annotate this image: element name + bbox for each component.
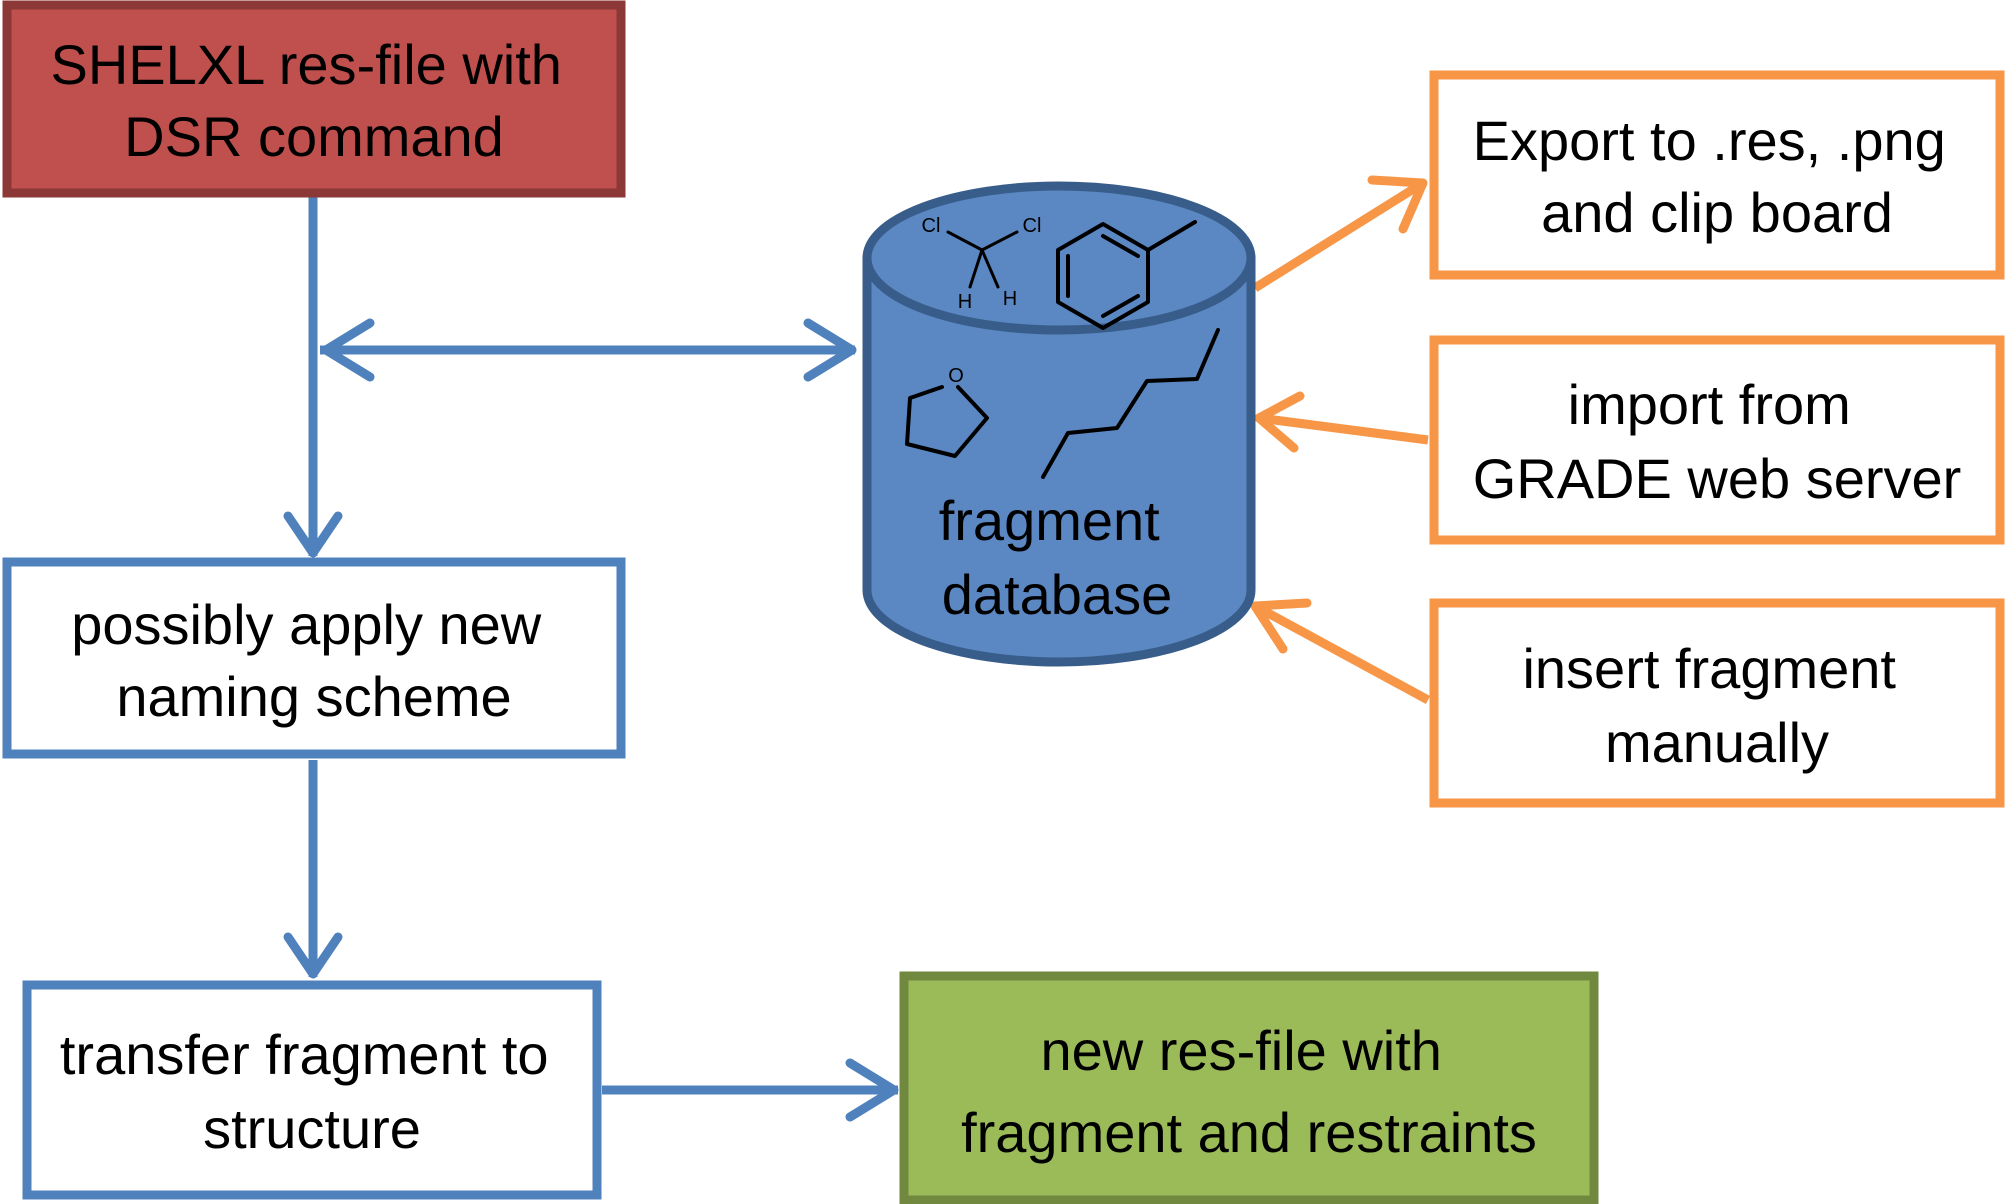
chlorine-label-right: Cl <box>1023 215 1042 237</box>
output-box-line-1: new res-file with <box>1040 1019 1441 1082</box>
naming-box-shape <box>2 557 626 759</box>
transfer-box-line-2: structure <box>203 1097 421 1160</box>
blue-connectors <box>283 196 899 1122</box>
database-exchange-right-arrowhead <box>803 318 857 382</box>
import-to-database-line <box>1258 413 1429 445</box>
insert-box-shape <box>1429 598 2005 808</box>
database-cylinder-body <box>862 253 1256 667</box>
database-to-export-arrowhead <box>1367 175 1428 234</box>
naming-box-line-2: naming scheme <box>116 665 511 728</box>
dichloromethane-icon <box>946 230 1019 289</box>
fragment-database: Cl Cl H H O fragment database <box>862 181 1256 667</box>
transfer-box-shape <box>22 980 602 1200</box>
export-box-line-1: Export to .res, .png <box>1473 109 1946 172</box>
insert-box-line-1: insert fragment <box>1522 637 1896 700</box>
import-box-line-1: import from <box>1568 373 1851 436</box>
database-label: fragment database <box>939 489 1176 626</box>
transfer-box-line-1: transfer fragment to <box>60 1023 549 1086</box>
input-box-line-1: SHELXL res-file with <box>51 33 562 96</box>
database-to-export-line <box>1252 179 1426 292</box>
toluene-icon <box>1056 220 1197 330</box>
output-box-shape <box>899 971 1599 1204</box>
transfer-to-output-arrowhead <box>845 1058 899 1122</box>
export-box-label: Export to .res, .png and clip board <box>1473 109 1962 244</box>
hydrogen-label-left: H <box>958 291 972 313</box>
input-to-naming-arrowhead <box>283 511 343 558</box>
alkyl-chain-icon <box>1041 328 1220 479</box>
import-box-shape <box>1429 335 2005 545</box>
output-box-label: new res-file with fragment and restraint… <box>961 1019 1537 1164</box>
input-box: SHELXL res-file with DSR command <box>2 0 626 198</box>
naming-box-label: possibly apply new naming scheme <box>71 593 557 728</box>
import-box: import from GRADE web server <box>1429 335 2005 545</box>
insert-to-database-arrowhead <box>1250 598 1312 654</box>
export-box-shape <box>1429 70 2005 280</box>
chlorine-label-left: Cl <box>922 215 941 237</box>
naming-to-transfer-arrowhead <box>283 932 343 979</box>
transfer-box-label: transfer fragment to structure <box>60 1023 564 1160</box>
output-box-line-2: fragment and restraints <box>961 1101 1537 1164</box>
export-box: Export to .res, .png and clip board <box>1429 70 2005 280</box>
naming-box: possibly apply new naming scheme <box>2 557 626 759</box>
transfer-box: transfer fragment to structure <box>22 980 602 1200</box>
export-box-line-2: and clip board <box>1541 181 1893 244</box>
insert-box-label: insert fragment manually <box>1522 637 1911 774</box>
output-box: new res-file with fragment and restraint… <box>899 971 1599 1204</box>
database-label-line-2: database <box>942 563 1172 626</box>
tetrahydrofuran-icon <box>905 385 989 458</box>
orange-connectors <box>1250 175 1431 704</box>
input-box-line-2: DSR command <box>124 105 504 168</box>
insert-box: insert fragment manually <box>1429 598 2005 808</box>
insert-to-database-line <box>1252 602 1431 704</box>
import-box-label: import from GRADE web server <box>1473 373 1962 510</box>
input-box-label: SHELXL res-file with DSR command <box>51 33 578 168</box>
insert-box-line-2: manually <box>1605 711 1829 774</box>
naming-box-line-1: possibly apply new <box>71 593 542 656</box>
database-label-line-1: fragment <box>939 489 1160 552</box>
import-box-line-2: GRADE web server <box>1473 447 1962 510</box>
input-box-shape <box>2 0 626 198</box>
hydrogen-label-right: H <box>1003 288 1017 310</box>
oxygen-label: O <box>948 365 964 387</box>
database-exchange-left-arrowhead <box>321 318 375 382</box>
import-to-database-arrowhead <box>1254 391 1305 453</box>
